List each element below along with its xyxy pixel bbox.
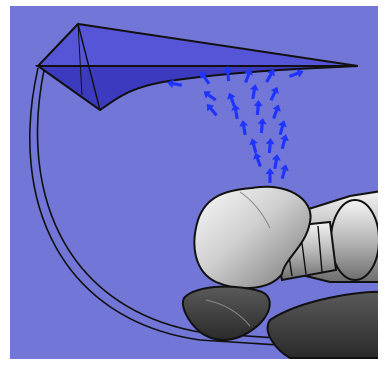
robotic-arm-icon: [183, 187, 388, 358]
frame-edge: [378, 0, 388, 365]
arm-joint: [331, 200, 379, 280]
